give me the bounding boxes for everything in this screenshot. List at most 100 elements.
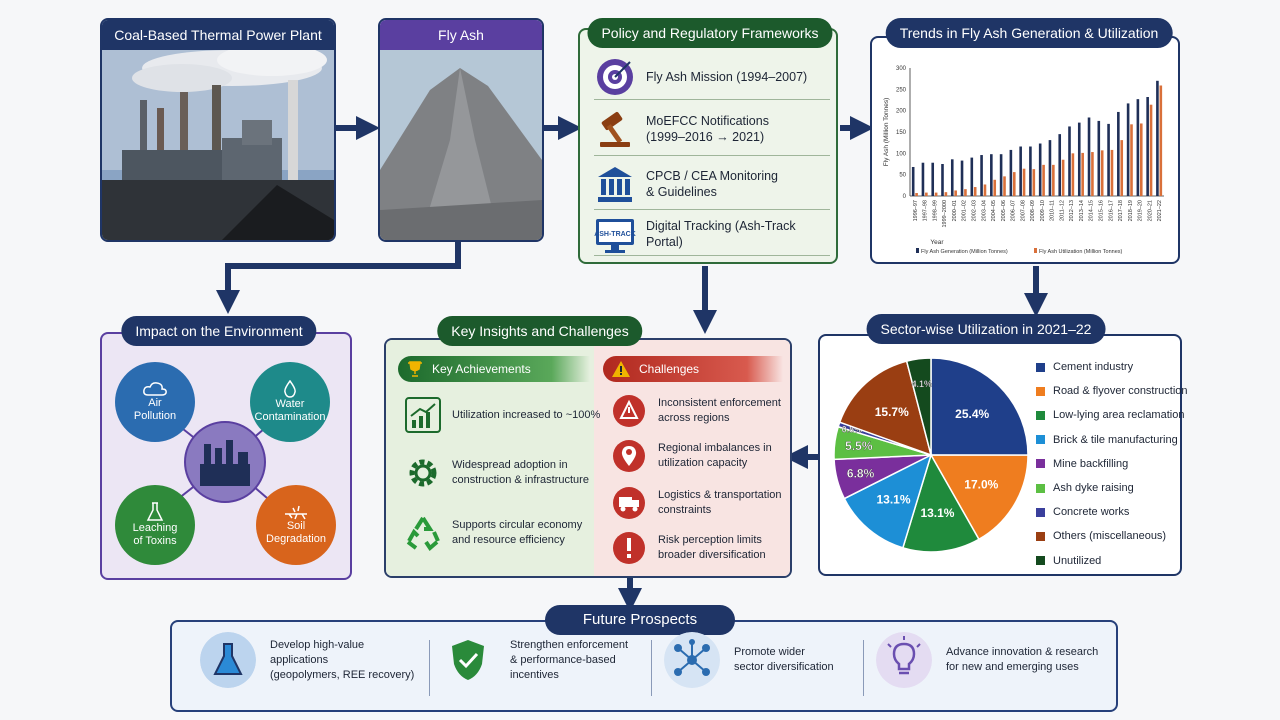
flask-icon	[200, 632, 256, 688]
droplet-icon	[284, 380, 296, 398]
legend-swatch	[1034, 248, 1037, 253]
challenge-item: Regional imbalances in utilization capac…	[610, 437, 772, 475]
legend-label: Unutilized	[1053, 554, 1102, 567]
x-tick-label: 2010–11	[1050, 200, 1056, 221]
future-label: Promote wider sector diversification	[734, 646, 834, 673]
x-tick-label: 1996–97	[913, 200, 919, 221]
challenge-item: Risk perception limits broader diversifi…	[610, 529, 766, 567]
future-item: Advance innovation & research for new an…	[876, 632, 1098, 688]
generation-bar	[999, 154, 1003, 196]
y-tick-label: 150	[896, 130, 907, 136]
y-tick-label: 250	[896, 87, 907, 93]
utilization-bar	[925, 192, 928, 196]
x-tick-label: 2015–16	[1099, 200, 1105, 221]
generation-bar	[921, 162, 925, 196]
challenge-label: Inconsistent enforcement across regions	[658, 397, 781, 424]
generation-bar	[950, 159, 954, 196]
x-tick-label: 2001–02	[962, 200, 968, 221]
generation-bar	[1029, 146, 1032, 196]
pie-value-label: 25.4%	[955, 407, 989, 421]
generation-bar	[970, 157, 974, 196]
y-tick-label: 0	[903, 194, 907, 200]
legend-label: Road & flyover construction	[1053, 385, 1188, 398]
env-label: Water Contamination	[254, 398, 326, 423]
x-tick-label: 2002–03	[972, 200, 978, 221]
x-tick-label: 2007–08	[1020, 200, 1026, 221]
legend-item: Others (miscellaneous)	[1036, 530, 1166, 542]
utilization-bar	[973, 187, 977, 196]
x-tick-label: 2000–01	[952, 200, 958, 221]
generation-bar	[990, 154, 993, 196]
pie-value-label: 4.1%	[912, 379, 933, 389]
challenge-item: Logistics & transportation constraints	[610, 484, 782, 522]
x-tick-label: 2017–18	[1118, 200, 1124, 221]
generation-bar	[960, 160, 964, 196]
generation-bar	[1077, 122, 1081, 196]
utilization-bar	[1022, 168, 1026, 196]
building-icon	[598, 166, 632, 202]
y-tick-label: 50	[899, 173, 906, 179]
legend-item: Ash dyke raising	[1036, 482, 1134, 494]
legend-swatch	[916, 248, 919, 253]
legend-swatch	[1036, 410, 1045, 420]
utilization-bar	[1120, 140, 1124, 196]
legend-label: Ash dyke raising	[1053, 482, 1134, 494]
location-pin-icon	[613, 440, 645, 472]
coal-plant-panel: Coal-Based Thermal Power Plant	[100, 18, 336, 242]
pie-value-label: 0.8%	[842, 425, 863, 435]
generation-bar	[1136, 99, 1140, 196]
warning-icon	[612, 361, 630, 377]
x-tick-label: 2019–20	[1138, 200, 1144, 221]
insights-title: Key Insights and Challenges	[437, 316, 643, 346]
future-item: Strengthen enforcement & performance-bas…	[440, 632, 628, 688]
legend-swatch	[1036, 435, 1045, 445]
achievement-label: Supports circular economy and resource e…	[452, 519, 583, 546]
recycle-icon	[406, 516, 440, 551]
x-tick-label: 2018–19	[1128, 200, 1134, 221]
y-tick-label: 300	[896, 66, 907, 72]
utilization-bar	[993, 179, 997, 196]
legend-label: Brick & tile manufacturing	[1053, 433, 1178, 446]
pie-value-label: 17.0%	[964, 477, 998, 491]
utilization-bar	[944, 192, 948, 196]
network-icon	[664, 632, 720, 688]
environment-title: Impact on the Environment	[121, 316, 317, 346]
legend-swatch	[1036, 556, 1045, 566]
generation-bar	[941, 164, 944, 196]
generation-bar	[1038, 143, 1042, 196]
x-tick-label: 2012–13	[1069, 200, 1075, 221]
challenges-title: Challenges	[639, 362, 700, 376]
achievement-item: Utilization increased to ~100%	[404, 396, 600, 434]
legend-swatch	[1036, 483, 1045, 493]
generation-bar	[1156, 80, 1159, 196]
future-item: Promote wider sector diversification	[664, 632, 834, 688]
y-tick-label: 100	[896, 151, 907, 157]
legend-label: Cement industry	[1053, 361, 1134, 373]
generation-bar	[1097, 120, 1101, 196]
legend-label: Fly Ash Utilization (Million Tonnes)	[1039, 249, 1123, 255]
env-water-contamination: Water Contamination	[250, 362, 330, 442]
x-tick-label: 2013–14	[1079, 200, 1085, 221]
legend-swatch	[1036, 531, 1045, 541]
lightbulb-icon	[876, 632, 932, 688]
utilization-bar	[964, 189, 967, 196]
flask-icon	[146, 502, 164, 521]
pie-value-label: 13.1%	[877, 493, 911, 507]
generation-bar	[1087, 117, 1091, 196]
generation-bar	[1117, 111, 1120, 196]
future-title: Future Prospects	[545, 605, 735, 635]
challenges-header: Challenges	[603, 356, 783, 382]
trophy-icon	[408, 361, 422, 377]
env-air-pollution: Air Pollution	[115, 362, 195, 442]
pie-slice	[901, 453, 980, 553]
factory-icon	[200, 440, 250, 486]
utilization-bar	[1159, 85, 1163, 196]
utilization-bar	[1149, 104, 1153, 196]
warning-icon	[613, 395, 645, 427]
x-tick-label: 2004–05	[991, 200, 997, 221]
x-tick-label: 1998–99	[932, 200, 938, 221]
utilization-bar	[1139, 123, 1143, 196]
policy-item-label: MoEFCC Notifications (1999–2016 → 2021)	[646, 113, 769, 144]
gear-icon	[409, 459, 437, 487]
utilization-bar	[1110, 149, 1114, 196]
